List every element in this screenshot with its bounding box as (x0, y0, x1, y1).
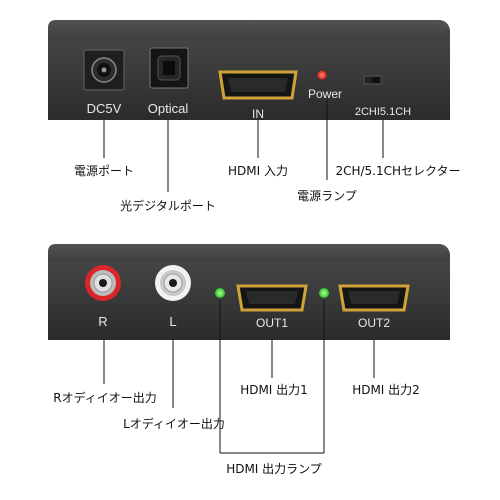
r-label: R (98, 314, 107, 329)
callout-l-audio: Lオディイオー出力 (123, 416, 225, 431)
power-label: Power (308, 87, 342, 101)
callout-power-lamp: 電源ランプ (297, 189, 357, 203)
hdmi-out1-led (215, 288, 225, 298)
callout-hdmi-in: HDMI 入力 (228, 164, 288, 178)
bottom-device-panel: R L OUT1 OUT2 (48, 244, 450, 340)
callout-power-port: 電源ポート (74, 164, 134, 178)
callout-selector: 2CH/5.1CHセレクター (335, 164, 460, 178)
dc-power-jack (83, 49, 125, 91)
callout-hdmi-lamp: HDMI 出力ランプ (226, 462, 322, 476)
channel-switch (363, 75, 383, 85)
rca-left-jack (155, 265, 191, 301)
power-led (317, 70, 327, 80)
callout-hdmi-out1: HDMI 出力1 (240, 383, 308, 397)
callout-r-audio: Rオディイオー出力 (53, 390, 157, 405)
rca-right-jack (85, 265, 121, 301)
optical-port (149, 47, 189, 89)
out2-label: OUT2 (358, 316, 390, 330)
top-panel-body (48, 20, 450, 120)
hdmi-out2-led (319, 288, 329, 298)
bottom-callout-lines (103, 300, 375, 454)
hdmi-out2-port (338, 284, 410, 312)
optical-label: Optical (148, 101, 189, 116)
out1-label: OUT1 (256, 316, 288, 330)
top-device-panel: DC5V Optical IN Power 2CHI5.1CH (48, 20, 450, 121)
callout-hdmi-out2: HDMI 出力2 (352, 383, 420, 397)
hdmi-out1-port (236, 284, 308, 312)
switch-label: 2CHI5.1CH (355, 106, 411, 118)
l-label: L (169, 314, 176, 329)
hdmi-in-port (218, 70, 298, 100)
top-callout-lines (103, 100, 384, 192)
dc-label: DC5V (87, 101, 122, 116)
hdmi-in-label: IN (252, 107, 264, 121)
callout-optical-port: 光デジタルポート (120, 198, 216, 213)
